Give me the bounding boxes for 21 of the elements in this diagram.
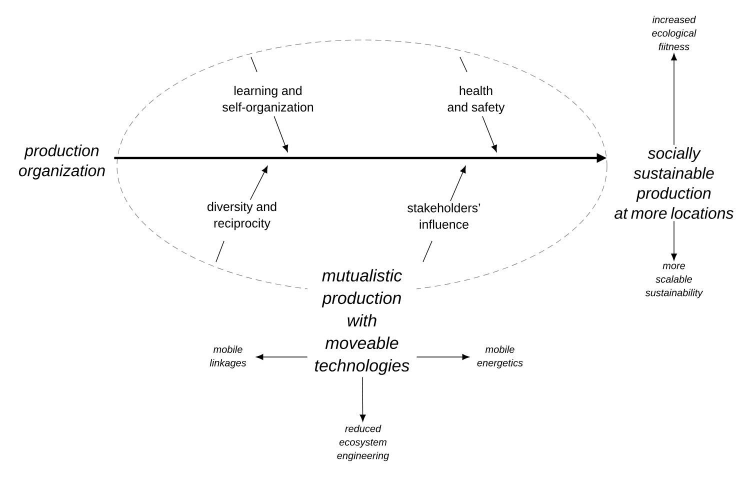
- effect-label: increased ecological fiitness: [652, 16, 696, 50]
- arrow: [482, 116, 497, 152]
- arrow: [416, 354, 470, 360]
- arrow: [274, 116, 288, 152]
- arrow: [450, 166, 466, 202]
- arrow: [671, 53, 677, 146]
- factor-label: health and safety: [448, 86, 505, 114]
- effect-label: mobile energetics: [477, 346, 523, 368]
- input-label: production organization: [18, 144, 105, 180]
- factor-label: diversity and reciprocity: [208, 202, 276, 230]
- effect-label: reduced ecosystem engineering: [337, 424, 390, 462]
- factor-label: learning and self-organization: [222, 86, 314, 114]
- arrow: [250, 166, 268, 200]
- effect-label: more scalable sustainability: [645, 264, 704, 298]
- arrow: [671, 220, 677, 261]
- outcome-label: socially sustainable production at more locations: [614, 147, 734, 219]
- factor-label: stakeholders’ influence: [408, 203, 480, 229]
- core-label: mutualistic production with moveable technologies: [308, 267, 416, 377]
- arrow: [256, 354, 308, 360]
- arrow: [360, 376, 366, 422]
- effect-label: mobile linkages: [210, 346, 246, 368]
